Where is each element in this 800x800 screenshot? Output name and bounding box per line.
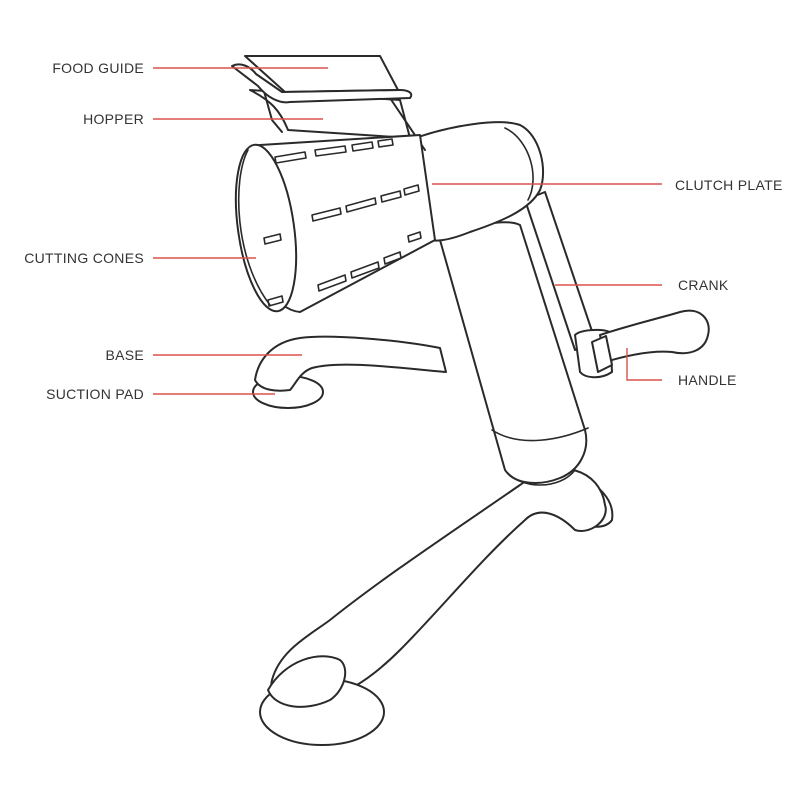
label-clutch-plate: CLUTCH PLATE [675, 177, 783, 193]
housing [409, 121, 545, 242]
label-crank: CRANK [678, 277, 729, 293]
cutting-cone [234, 134, 436, 313]
label-handle: HANDLE [678, 372, 737, 388]
base-arm [270, 468, 614, 707]
leader-lines [153, 67, 662, 395]
label-suction-pad: SUCTION PAD [46, 386, 144, 402]
suction-pad-bottom [259, 655, 385, 746]
leader-handle [626, 348, 662, 381]
label-hopper: HOPPER [83, 111, 144, 127]
handle [591, 309, 710, 373]
label-cutting-cones: CUTTING CONES [24, 250, 144, 266]
label-base: BASE [105, 347, 144, 363]
base-foot [252, 335, 447, 409]
food-guide [231, 55, 413, 104]
label-food-guide: FOOD GUIDE [52, 60, 144, 76]
